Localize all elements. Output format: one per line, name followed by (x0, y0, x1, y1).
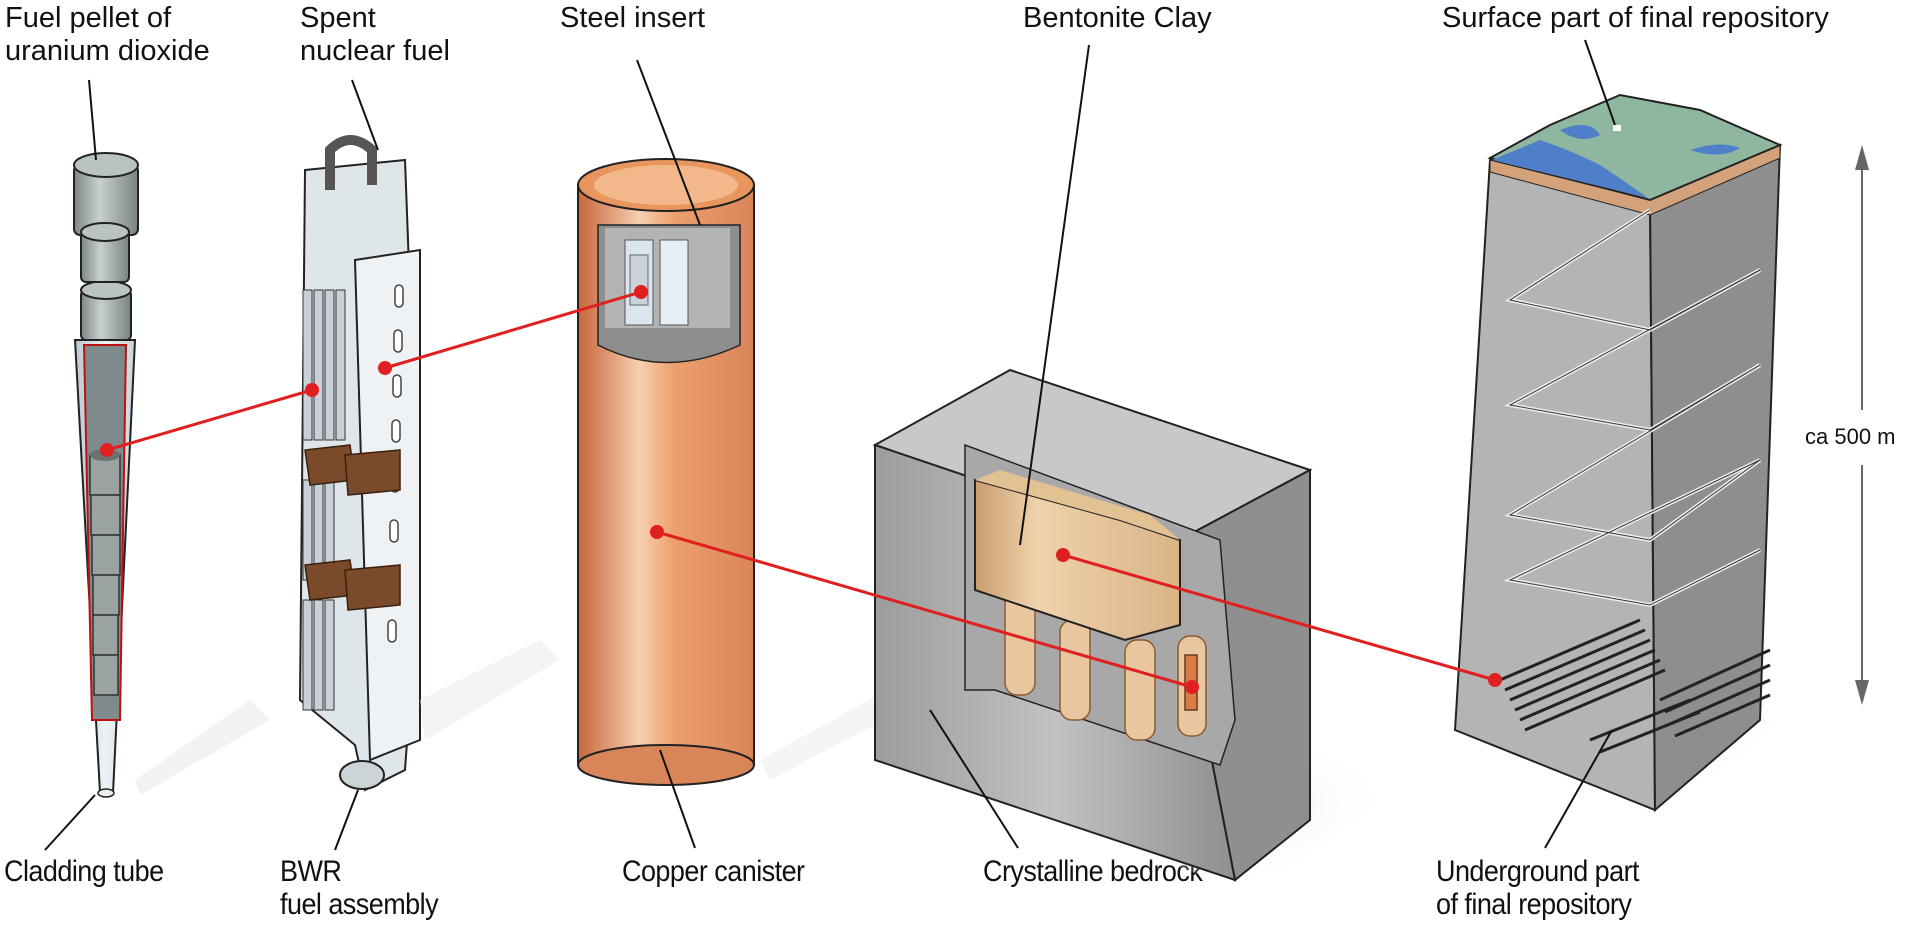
label-line: Underground part (1436, 855, 1640, 888)
label-line: uranium dioxide (5, 35, 210, 67)
cladding-tube (73, 222, 270, 798)
leader-spent-fuel (351, 79, 379, 151)
label-line: Cladding tube (4, 855, 164, 888)
label-line: Copper canister (622, 855, 805, 888)
label-fuel-pellet: Fuel pellet of uranium dioxide (5, 2, 210, 68)
connector-dot (100, 443, 114, 457)
label-line: Surface part of final repository (1442, 2, 1829, 34)
depth-arrow (1855, 145, 1869, 705)
label-bentonite-clay: Bentonite Clay (1023, 2, 1212, 35)
label-surface-part: Surface part of final repository (1442, 2, 1829, 35)
leader-crystalline-bedrock (929, 709, 1019, 849)
leader-lines (44, 39, 1616, 851)
connector-dot (1056, 548, 1070, 562)
label-line: Spent (300, 2, 376, 34)
surface-facility (1613, 125, 1621, 131)
connector-pellet-to-assembly (106, 388, 313, 452)
connector-dot (634, 285, 648, 299)
label-cladding-tube: Cladding tube (4, 855, 164, 888)
leader-fuel-pellet (88, 79, 97, 161)
connector-dot (1488, 673, 1502, 687)
arrow-down-icon (1855, 680, 1869, 705)
bedrock-block (872, 368, 1400, 890)
connector-dot (650, 525, 664, 539)
leader-bwr-assembly (334, 789, 359, 851)
label-line: Bentonite Clay (1023, 2, 1212, 34)
label-line: Steel insert (560, 2, 706, 34)
label-line: Fuel pellet of (5, 2, 172, 34)
leader-copper-canister (659, 749, 696, 849)
deposition-tunnels (1499, 618, 1771, 754)
arrow-up-icon (1855, 145, 1869, 170)
connector-assembly-to-insert (384, 290, 642, 370)
connector-dot (305, 383, 319, 397)
label-line: of final repository (1436, 888, 1632, 921)
label-copper-canister: Copper canister (622, 855, 805, 888)
connector-clay-to-repository (1062, 553, 1496, 682)
label-steel-insert: Steel insert (560, 2, 705, 35)
leader-bentonite-clay (1019, 44, 1090, 546)
label-spent-fuel: Spent nuclear fuel (300, 2, 450, 68)
label-line: BWR (280, 855, 342, 888)
connector-dot (378, 361, 392, 375)
connector-dot (1185, 680, 1199, 694)
label-line: nuclear fuel (300, 35, 450, 67)
steel-insert (624, 239, 689, 326)
connector-lines (106, 290, 1496, 689)
label-bwr-fuel-assembly: BWR fuel assembly (280, 855, 439, 921)
deposition-holes (1004, 584, 1207, 741)
leader-steel-insert (636, 59, 701, 226)
repository-block (1450, 93, 1790, 813)
label-line: fuel assembly (280, 888, 439, 921)
bwr-fuel-assembly (298, 135, 560, 792)
connector-canister-to-hole (656, 530, 1193, 689)
leader-surface-part (1584, 39, 1616, 126)
leader-cladding-tube (44, 794, 96, 851)
connector-dots (100, 285, 1502, 694)
leader-underground-part (1544, 729, 1613, 849)
depth-label: ca 500 m (1805, 422, 1896, 452)
label-underground-part: Underground part of final repository (1436, 855, 1640, 921)
copper-canister (577, 158, 980, 786)
